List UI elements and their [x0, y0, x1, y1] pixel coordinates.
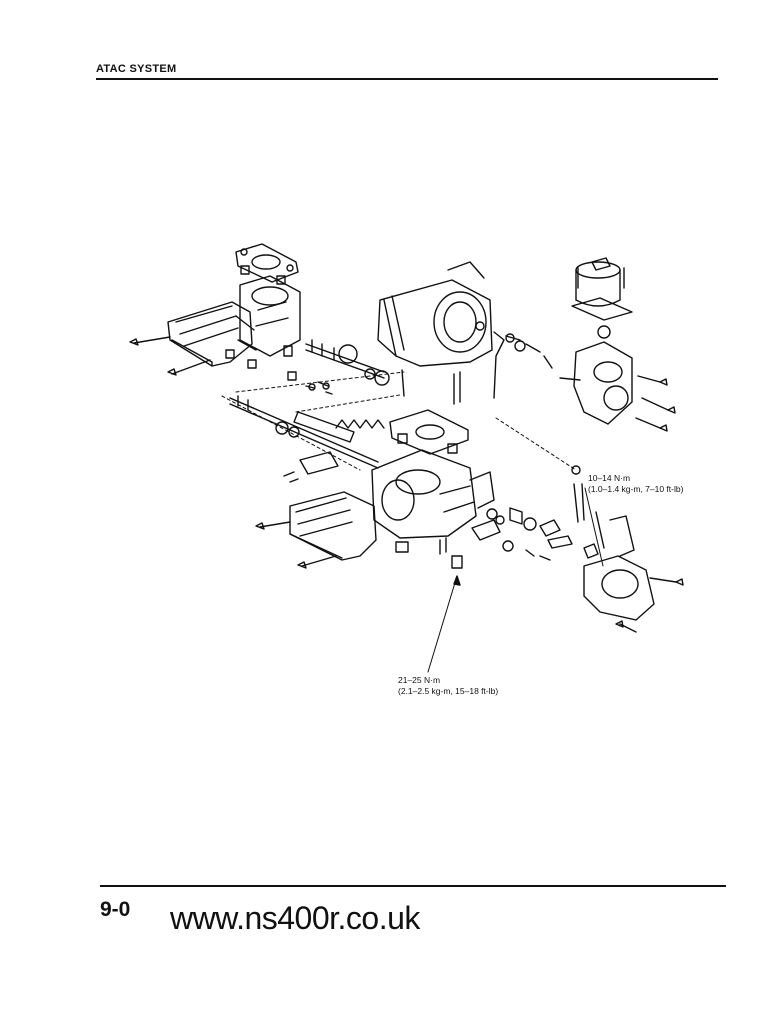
torque-detail: (1.0–1.4 kg-m, 7–10 ft-lb) — [588, 484, 684, 494]
upper-left-valve-assembly — [129, 243, 301, 381]
lower-valve-body — [371, 409, 495, 569]
upper-right-actuator — [559, 257, 676, 432]
torque-value: 10–14 N·m — [588, 473, 631, 483]
header-divider — [96, 78, 718, 80]
lower-shaft-spring — [229, 395, 385, 483]
page-header-title: ATAC SYSTEM — [96, 63, 177, 75]
linkage-parts — [471, 507, 599, 561]
cylinder-housing — [377, 261, 493, 405]
torque-value: 21–25 N·m — [398, 675, 441, 685]
website-url: www.ns400r.co.uk — [170, 900, 420, 936]
footer-divider — [100, 885, 726, 887]
page-number: 9-0 — [100, 898, 131, 921]
torque-spec-upper: 10–14 N·m (1.0–1.4 kg-m, 7–10 ft-lb) — [588, 473, 683, 495]
torque-spec-lower: 21–25 N·m (2.1–2.5 kg-m, 15–18 ft-lb) — [398, 675, 498, 697]
control-cable — [493, 331, 585, 523]
lower-right-actuator — [583, 511, 684, 633]
upper-shaft-parts — [305, 339, 390, 395]
torque-detail: (2.1–2.5 kg-m, 15–18 ft-lb) — [398, 686, 499, 696]
lower-left-cover — [255, 491, 377, 569]
